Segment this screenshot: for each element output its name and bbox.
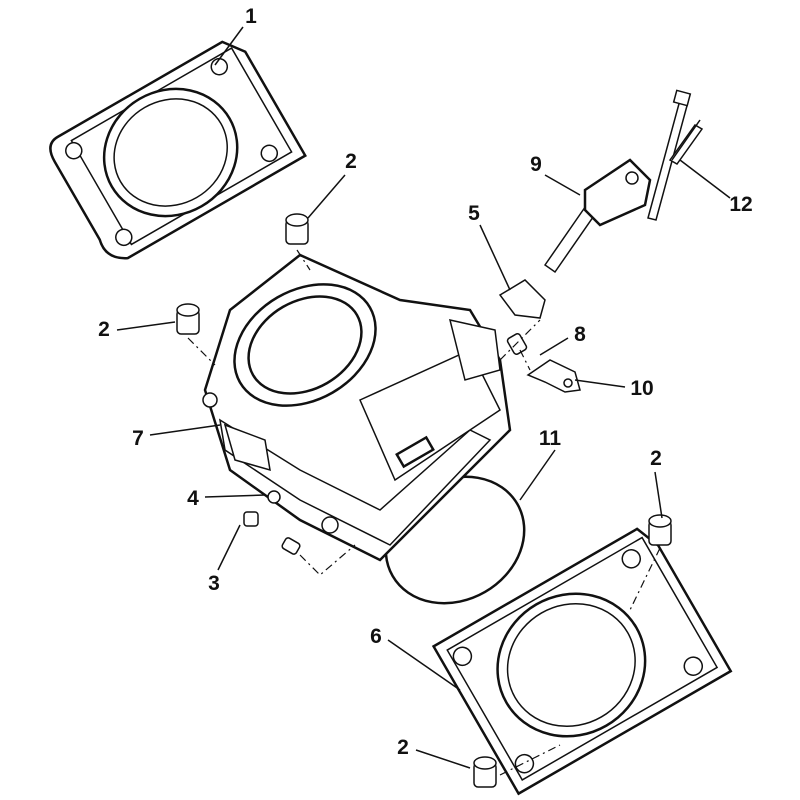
callout-2-dowel-left: 2 (98, 318, 110, 341)
tensioner-bolts (647, 89, 704, 221)
callout-labels: 1 2 2 2 2 3 4 5 6 7 8 9 10 11 12 (98, 5, 753, 759)
callout-12: 12 (729, 193, 752, 216)
callout-1: 1 (245, 5, 257, 28)
callout-5: 5 (468, 202, 480, 225)
leader-lines (116, 26, 731, 769)
callout-3: 3 (208, 572, 220, 595)
callout-2-dowel-top: 2 (345, 150, 357, 173)
callout-2-dowel-right: 2 (650, 447, 662, 470)
callout-11: 11 (539, 427, 562, 450)
alignment-lines (187, 249, 661, 776)
callout-10: 10 (630, 377, 653, 400)
callout-2-dowel-bottom: 2 (397, 736, 409, 759)
cylinder-block (202, 253, 512, 562)
cam-chain-tensioner (543, 158, 652, 274)
head-gasket (49, 40, 307, 260)
tensioner-gasket (498, 279, 546, 319)
callout-4: 4 (187, 487, 199, 510)
base-gasket (431, 527, 733, 796)
callout-9: 9 (530, 153, 542, 176)
callout-7: 7 (132, 427, 144, 450)
dowel-pins (176, 213, 672, 788)
callout-6: 6 (370, 625, 382, 648)
callout-8: 8 (574, 323, 586, 346)
